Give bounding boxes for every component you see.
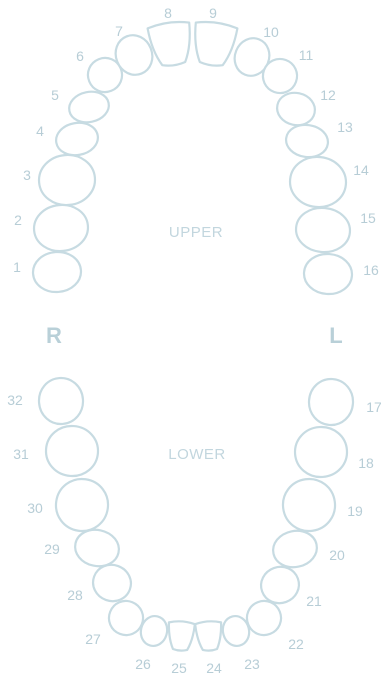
upper-arch-label: UPPER	[169, 224, 223, 241]
tooth-29[interactable]	[72, 526, 123, 570]
tooth-number-31: 31	[13, 446, 29, 462]
tooth-4[interactable]	[54, 120, 101, 159]
tooth-outline	[284, 122, 330, 160]
tooth-number-23: 23	[244, 656, 260, 672]
tooth-number-21: 21	[306, 593, 322, 609]
tooth-15[interactable]	[294, 206, 352, 255]
tooth-16[interactable]	[303, 252, 354, 295]
tooth-outline	[303, 252, 354, 295]
tooth-number-10: 10	[263, 24, 279, 40]
tooth-number-3: 3	[23, 167, 31, 183]
tooth-number-6: 6	[76, 48, 84, 64]
tooth-outline	[307, 378, 354, 427]
tooth-outline	[280, 476, 339, 535]
tooth-outline	[195, 621, 223, 652]
tooth-number-7: 7	[115, 23, 123, 39]
tooth-number-16: 16	[363, 262, 379, 278]
right-side-label: R	[46, 323, 62, 348]
tooth-outline	[293, 425, 348, 479]
tooth-outline	[37, 377, 84, 426]
tooth-31[interactable]	[44, 424, 99, 478]
tooth-number-5: 5	[51, 87, 59, 103]
tooth-number-18: 18	[358, 455, 374, 471]
tooth-outline	[54, 120, 101, 159]
tooth-12[interactable]	[274, 89, 318, 128]
tooth-number-25: 25	[171, 660, 187, 675]
tooth-number-14: 14	[353, 162, 369, 178]
tooth-number-20: 20	[329, 547, 345, 563]
tooth-number-19: 19	[347, 503, 363, 519]
tooth-number-8: 8	[164, 5, 172, 21]
tooth-number-2: 2	[14, 212, 22, 228]
tooth-number-26: 26	[135, 656, 151, 672]
tooth-outline	[44, 424, 99, 478]
tooth-number-11: 11	[299, 47, 314, 63]
tooth-8[interactable]	[147, 20, 195, 68]
tooth-20[interactable]	[270, 527, 321, 571]
tooth-number-28: 28	[67, 587, 83, 603]
tooth-outline	[32, 202, 91, 253]
tooth-9[interactable]	[190, 20, 238, 68]
tooth-number-22: 22	[288, 636, 304, 652]
tooth-number-27: 27	[85, 631, 101, 647]
tooth-32[interactable]	[37, 377, 84, 426]
tooth-19[interactable]	[280, 476, 339, 535]
tooth-25[interactable]	[167, 621, 195, 652]
tooth-outline	[37, 153, 97, 208]
tooth-outline	[274, 89, 318, 128]
tooth-outline	[190, 20, 238, 68]
tooth-number-1: 1	[13, 259, 21, 275]
teeth-layer	[32, 20, 355, 652]
tooth-outline	[53, 476, 112, 535]
tooth-outline	[147, 20, 195, 68]
tooth-24[interactable]	[195, 621, 223, 652]
tooth-number-15: 15	[360, 210, 376, 226]
tooth-number-24: 24	[206, 660, 222, 675]
tooth-14[interactable]	[288, 154, 349, 210]
lower-arch-label: LOWER	[168, 446, 226, 463]
tooth-18[interactable]	[293, 425, 348, 479]
tooth-number-9: 9	[209, 5, 217, 21]
tooth-number-17: 17	[366, 399, 381, 415]
tooth-number-29: 29	[44, 541, 60, 557]
tooth-number-4: 4	[36, 123, 44, 139]
tooth-outline	[270, 527, 321, 571]
tooth-1[interactable]	[32, 250, 83, 293]
left-side-label: L	[329, 323, 342, 348]
tooth-17[interactable]	[307, 378, 354, 427]
tooth-outline	[167, 621, 195, 652]
tooth-number-32: 32	[7, 392, 23, 408]
tooth-5[interactable]	[66, 88, 111, 126]
tooth-number-30: 30	[27, 500, 43, 516]
tooth-13[interactable]	[284, 122, 330, 160]
tooth-2[interactable]	[32, 202, 91, 253]
tooth-number-13: 13	[337, 119, 353, 135]
tooth-3[interactable]	[37, 153, 97, 208]
tooth-number-12: 12	[320, 87, 336, 103]
tooth-outline	[32, 250, 83, 293]
tooth-outline	[72, 526, 123, 570]
tooth-outline	[294, 206, 352, 255]
tooth-outline	[288, 154, 349, 210]
tooth-30[interactable]	[53, 476, 112, 535]
tooth-outline	[66, 88, 111, 126]
